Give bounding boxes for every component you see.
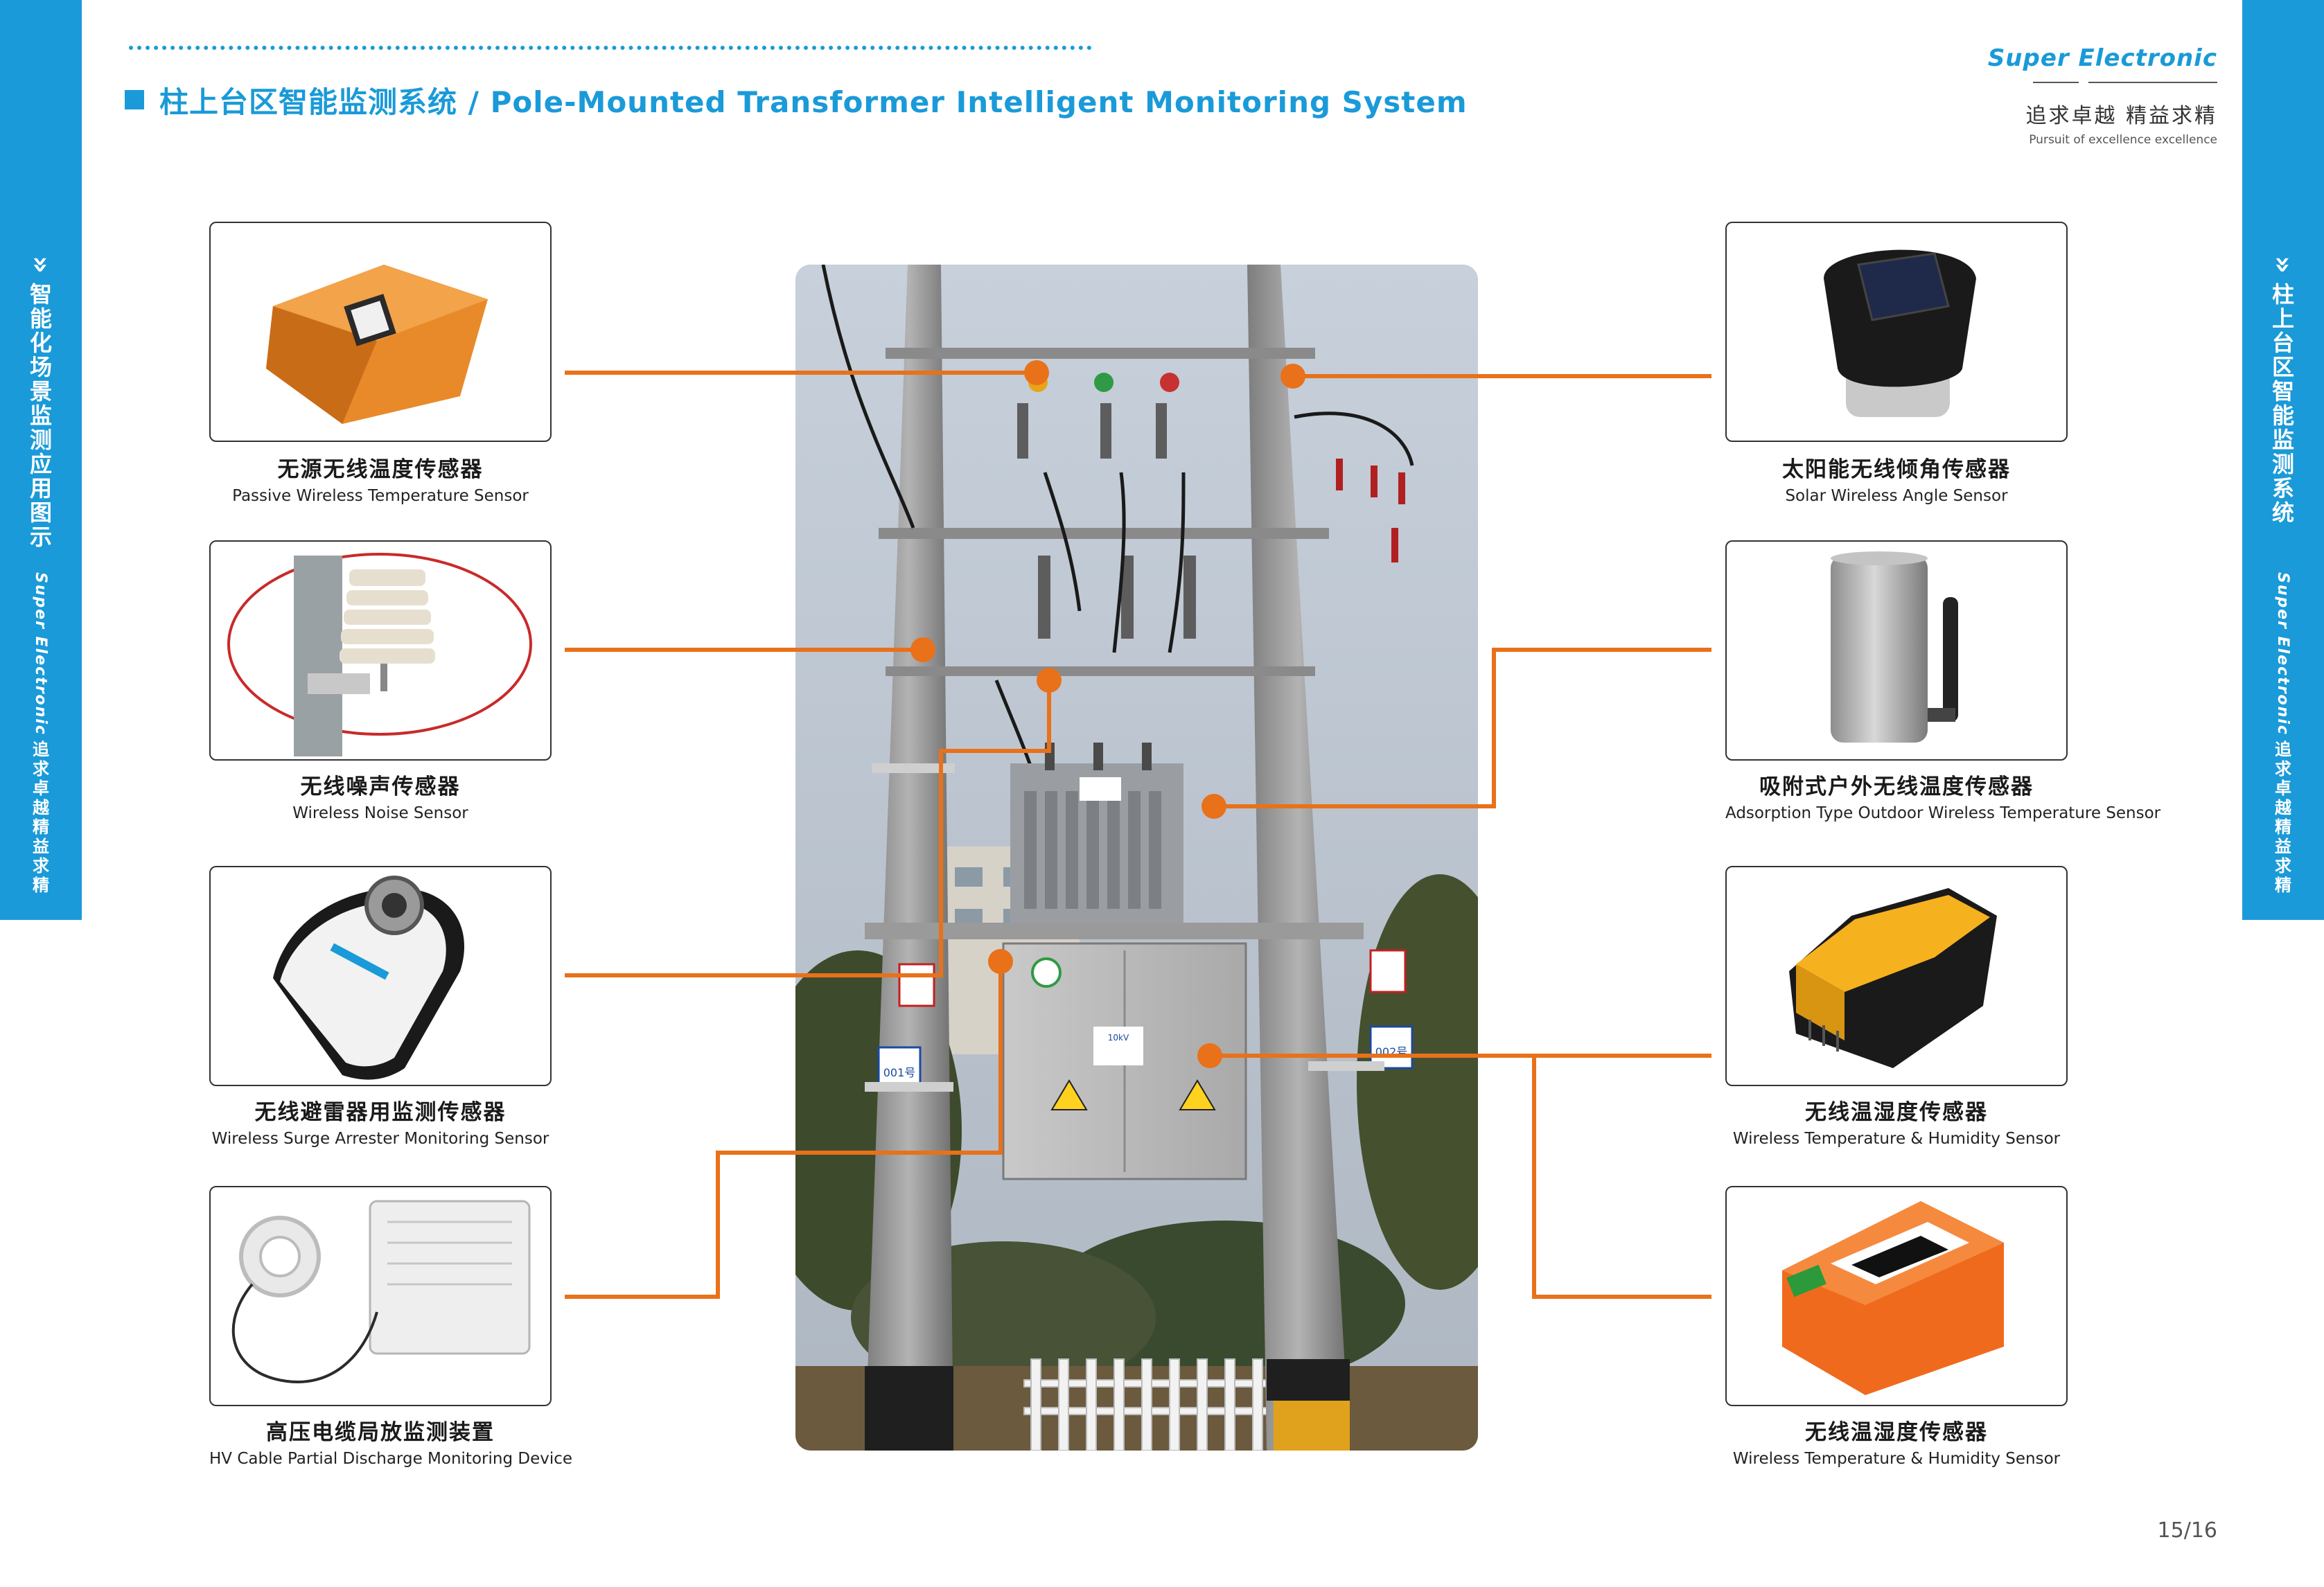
- marker-dot: [1201, 794, 1226, 819]
- sensor-caption: 无线温湿度传感器 Wireless Temperature & Humidity…: [1725, 1094, 2068, 1148]
- pole-label-left: 001号: [883, 1066, 916, 1079]
- page-title: 柱上台区智能监测系统 / Pole-Mounted Transformer In…: [159, 85, 1468, 119]
- sensor-caption: 高压电缆局放监测装置 HV Cable Partial Discharge Mo…: [209, 1415, 573, 1468]
- marker-dot: [1197, 1043, 1222, 1068]
- page-header: 柱上台区智能监测系统 / Pole-Mounted Transformer In…: [125, 78, 1468, 122]
- outdoor-temp-sensor-icon: [1831, 551, 1958, 743]
- sensor-name-en: Passive Wireless Temperature Sensor: [232, 487, 529, 505]
- side-left-slogan: 追求卓越 精益求精: [33, 740, 49, 895]
- side-right-title: 柱上台区智能监测系统: [2271, 281, 2294, 526]
- sensor-card-solar-angle: [1725, 222, 2068, 442]
- marker-dot: [1024, 360, 1049, 385]
- brand-underline: [1988, 76, 2217, 90]
- sensor-name-en: Wireless Temperature & Humidity Sensor: [1732, 1450, 2061, 1468]
- sensor-name-en: HV Cable Partial Discharge Monitoring De…: [209, 1450, 573, 1468]
- sensor-caption: 太阳能无线倾角传感器 Solar Wireless Angle Sensor: [1725, 452, 2068, 505]
- sensor-name-en: Wireless Noise Sensor: [292, 804, 468, 822]
- side-right-brand: Super Electronic: [2274, 572, 2291, 736]
- sensor-card-noise: [209, 540, 552, 761]
- sensor-card-temp-humidity-transmitter: [1725, 1186, 2068, 1406]
- sensor-card-partial-discharge: [209, 1186, 552, 1406]
- sensor-card-surge-arrester: [209, 866, 552, 1086]
- sensor-card-outdoor-temp: [1725, 540, 2068, 761]
- marker-dot: [910, 637, 935, 662]
- sensor-card-passive-temp: [209, 222, 552, 442]
- marker-dot: [1280, 364, 1305, 389]
- title-bullet: [125, 90, 144, 109]
- transformer-photo: 10kV 001号 002号: [795, 265, 1478, 1451]
- sensor-caption: 吸附式户外无线温度传感器 Adsorption Type Outdoor Wir…: [1725, 769, 2161, 822]
- brand-slogan-cn: 追求卓越 精益求精: [2025, 104, 2217, 128]
- brand-block: Super Electronic 追求卓越 精益求精 Pursuit of ex…: [1988, 44, 2217, 147]
- sensor-name-cn: 无线温湿度传感器: [1805, 1420, 1988, 1445]
- sensor-caption: 无线噪声传感器 Wireless Noise Sensor: [209, 769, 552, 822]
- temp-humidity-transmitter-icon: [1782, 1201, 2004, 1395]
- brand-slogan-en: Pursuit of excellence excellence: [2029, 133, 2217, 147]
- sensor-name-en: Wireless Temperature & Humidity Sensor: [1732, 1130, 2061, 1148]
- sensor-caption: 无源无线温度传感器 Passive Wireless Temperature S…: [209, 452, 552, 505]
- side-right-slogan: 追求卓越 精益求精: [2275, 740, 2291, 895]
- marker-dot: [988, 949, 1013, 974]
- partial-discharge-device-icon: [231, 1200, 531, 1383]
- marker-dot: [1037, 668, 1062, 693]
- sensor-name-cn: 无源无线温度传感器: [277, 457, 484, 482]
- side-left-brand: Super Electronic: [32, 572, 49, 736]
- solar-angle-sensor-icon: [1824, 249, 1976, 417]
- box-label: 10kV: [1108, 1033, 1129, 1043]
- sensor-caption: 无线温湿度传感器 Wireless Temperature & Humidity…: [1725, 1415, 2068, 1468]
- sensor-name-en: Wireless Surge Arrester Monitoring Senso…: [211, 1130, 549, 1148]
- brand-name: Super Electronic: [1987, 44, 2217, 72]
- sensor-name-en: Solar Wireless Angle Sensor: [1785, 487, 2008, 505]
- temp-humidity-sensor-icon: [1789, 888, 1997, 1068]
- sensor-card-temp-humidity: [1725, 866, 2068, 1086]
- sensor-name-cn: 无线噪声传感器: [300, 774, 461, 799]
- page-number: 15/16: [2157, 1518, 2217, 1543]
- side-left-title: 智能化场景监测应用图示: [29, 281, 52, 550]
- noise-sensor-icon: [227, 553, 532, 756]
- sensor-name-cn: 太阳能无线倾角传感器: [1782, 457, 2011, 482]
- side-tab-left: » 智能化场景监测应用图示 Super Electronic 追求卓越 精益求精: [0, 0, 82, 920]
- sensor-name-en: Adsorption Type Outdoor Wireless Tempera…: [1725, 804, 2161, 822]
- sensor-name-cn: 高压电缆局放监测装置: [266, 1420, 495, 1445]
- side-tab-right: » 柱上台区智能监测系统 Super Electronic 追求卓越 精益求精: [2242, 0, 2324, 920]
- sensor-name-cn: 吸附式户外无线温度传感器: [1759, 774, 2034, 799]
- passive-temp-sensor-icon: [266, 265, 488, 424]
- sensor-name-cn: 无线温湿度传感器: [1805, 1100, 1988, 1125]
- sensor-name-cn: 无线避雷器用监测传感器: [254, 1100, 507, 1125]
- sensor-caption: 无线避雷器用监测传感器 Wireless Surge Arrester Moni…: [209, 1094, 552, 1148]
- header-dotted-rule: [129, 46, 1092, 50]
- surge-arrester-sensor-icon: [273, 876, 464, 1080]
